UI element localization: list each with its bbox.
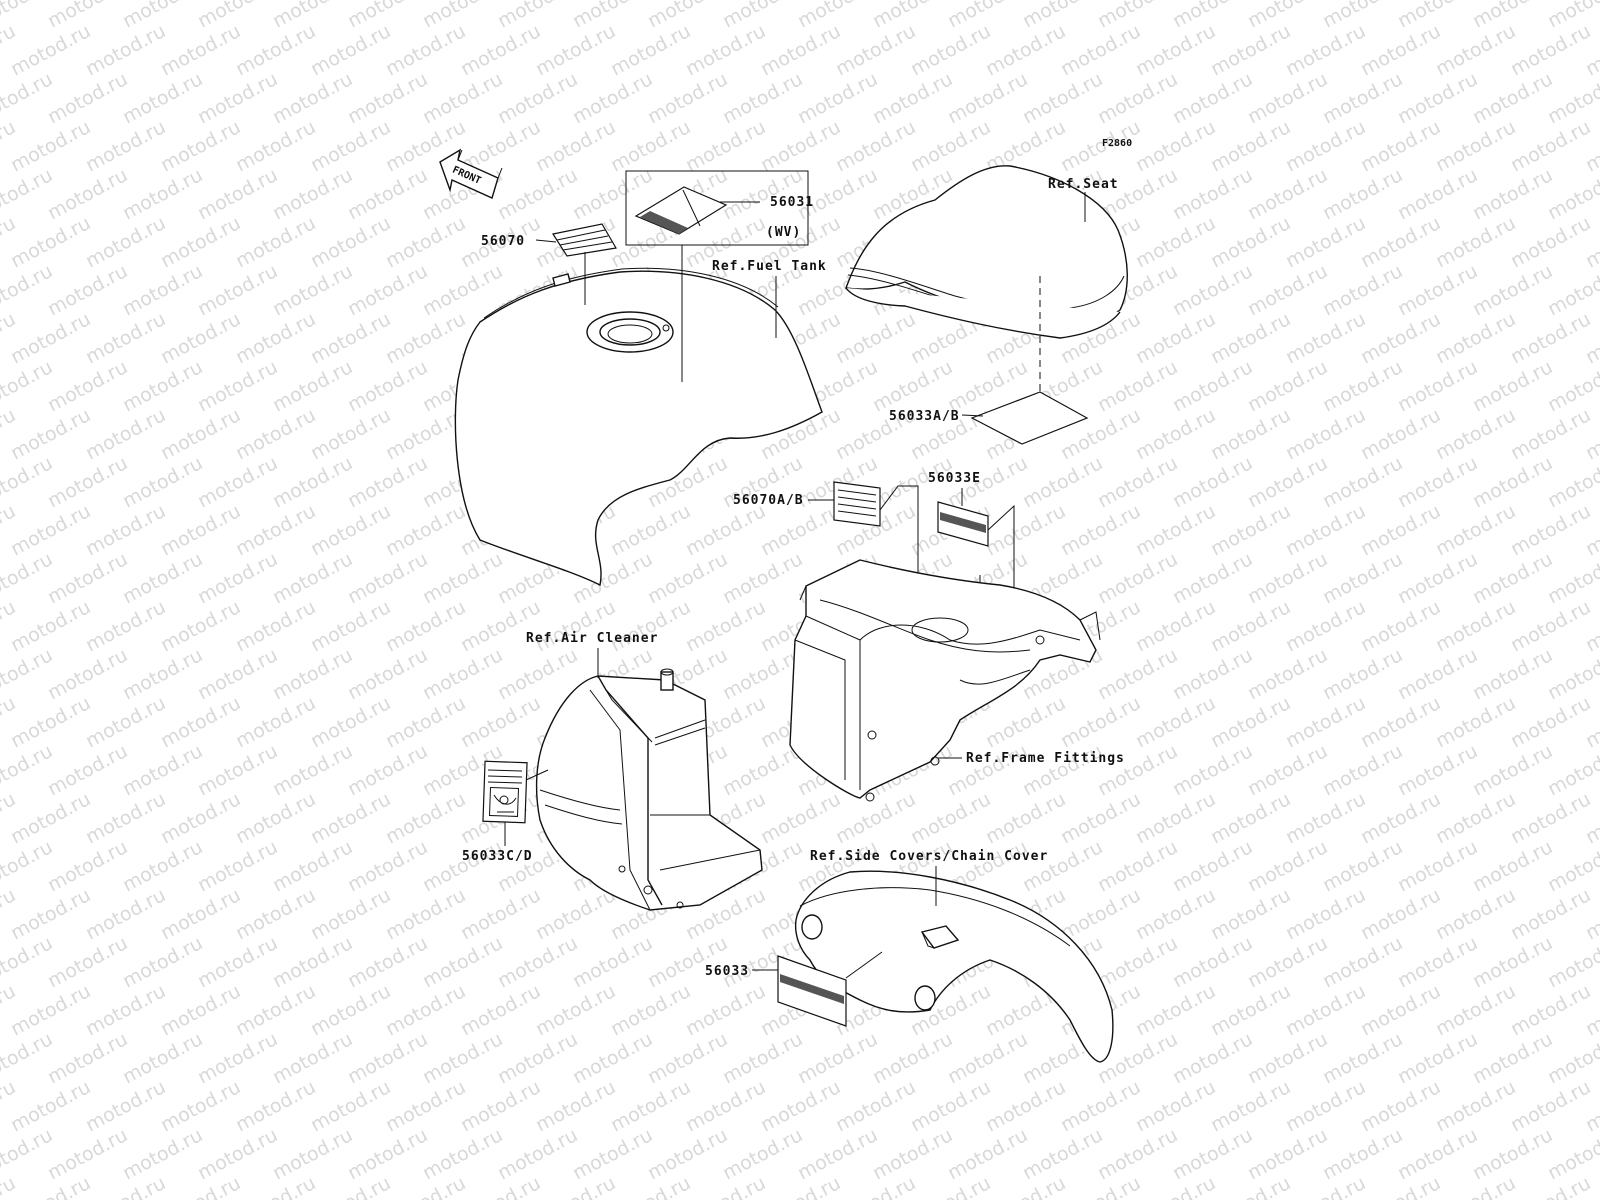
callout-56033ab: 56033A/B: [889, 409, 960, 424]
callout-56033e: 56033E: [928, 471, 981, 486]
callout-56033: 56033: [705, 964, 749, 979]
chain-cover: Ref.Side Covers/Chain Cover: [794, 849, 1114, 1063]
ref-seat-label: Ref.Seat: [1048, 177, 1119, 192]
frame-fittings: Ref.Frame Fittings: [789, 559, 1125, 802]
decal-56070: 56070: [481, 223, 617, 305]
decal-56033ab: 56033A/B: [889, 391, 1089, 445]
decal-56033e: 56033E: [928, 471, 1015, 620]
front-arrow-icon: FRONT: [439, 148, 503, 199]
fuel-tank: [454, 267, 823, 587]
callout-56031: 56031: [770, 195, 814, 210]
callout-56033cd: 56033C/D: [462, 849, 533, 864]
seat: Ref.Seat: [845, 165, 1128, 412]
decal-56031: 56031 (WV): [625, 170, 814, 382]
decal-56070ab: 56070A/B: [733, 481, 919, 590]
ref-air-cleaner-label: Ref.Air Cleaner: [526, 631, 658, 646]
figure-code: F2860: [1102, 138, 1132, 149]
ref-side-covers-label: Ref.Side Covers/Chain Cover: [810, 849, 1048, 864]
decal-56033cd: 56033C/D: [462, 760, 549, 864]
callout-56070: 56070: [481, 234, 525, 249]
air-cleaner: Ref.Air Cleaner: [526, 631, 763, 911]
callout-56031-note: (WV): [766, 225, 801, 240]
ref-fuel-tank-label: Ref.Fuel Tank: [712, 259, 827, 274]
decal-56033: 56033: [705, 951, 883, 1027]
ref-frame-fittings-label: Ref.Frame Fittings: [966, 751, 1125, 766]
callout-56070ab: 56070A/B: [733, 493, 804, 508]
